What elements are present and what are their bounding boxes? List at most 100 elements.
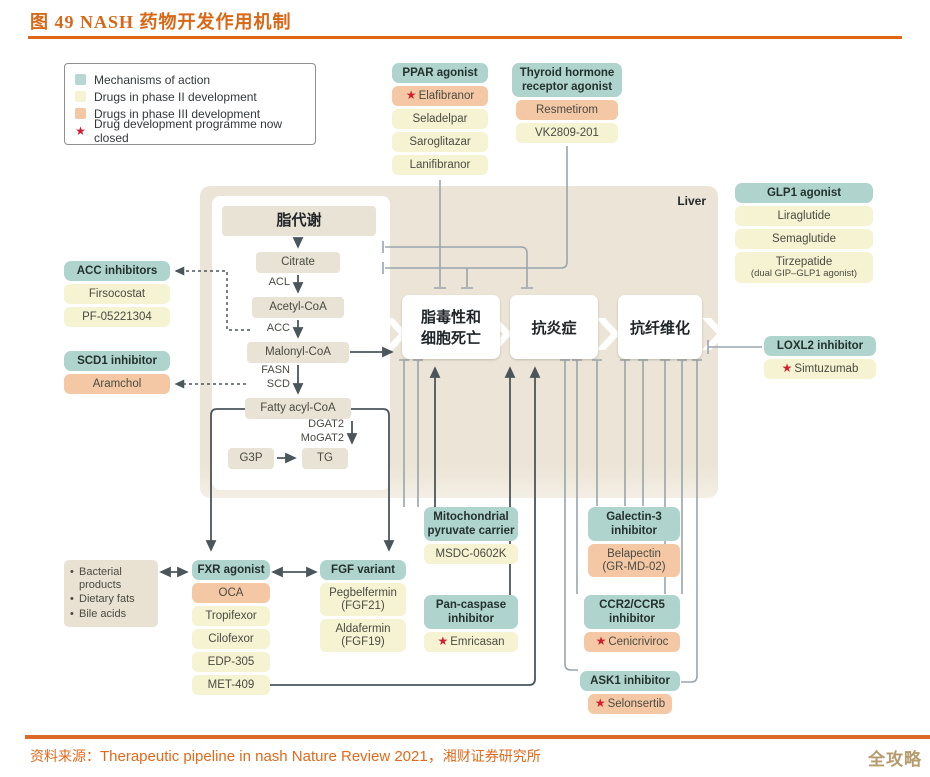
- lipid-metabolism-title: 脂代谢: [222, 206, 376, 236]
- group-header: Pan-caspase inhibitor: [424, 595, 518, 630]
- legend-label: Drugs in phase II development: [94, 89, 257, 104]
- group-header: FGF variant: [320, 560, 406, 581]
- drug-name: PF-05221304: [82, 311, 152, 324]
- group-header: FXR agonist: [192, 560, 270, 581]
- bullet-icon: •: [70, 607, 74, 620]
- drug: Cilofexor: [192, 629, 270, 650]
- node-tg: TG: [302, 448, 348, 469]
- process-anti-fibrosis: 抗纤维化: [618, 295, 702, 359]
- drug-name: Liraglutide: [777, 210, 831, 223]
- group-glp1-agonist: GLP1 agonist Liraglutide Semaglutide Tir…: [735, 183, 873, 286]
- galectin-wires: [592, 359, 648, 506]
- ccr-wires: [572, 359, 687, 594]
- drug-name: Firsocostat: [88, 288, 146, 301]
- process-lipotoxicity: 脂毒性和 细胞死亡: [402, 295, 500, 359]
- group-ccr2-ccr5-inhibitor: CCR2/CCR5 inhibitor ★Cenicriviroc: [584, 595, 680, 655]
- drug: OCA: [192, 583, 270, 604]
- drug-name: Cilofexor: [208, 633, 254, 646]
- drug-name: Seladelpar: [412, 113, 468, 126]
- group-galectin3-inhibitor: Galectin-3 inhibitor Belapectin(GR-MD-02…: [588, 507, 680, 580]
- drug-subname: (FGF19): [341, 636, 385, 649]
- drug-name: Semaglutide: [772, 233, 836, 246]
- source-line: 资料来源：Therapeutic pipeline in nash Nature…: [30, 745, 845, 766]
- mito-wires: [399, 359, 423, 507]
- legend-box: Mechanisms of action Drugs in phase II d…: [64, 63, 316, 145]
- drug: Pegbelfermin(FGF21): [320, 583, 406, 617]
- node-acetyl-coa: Acetyl-CoA: [252, 297, 344, 318]
- gut-inputs-box: •Bacterial products •Dietary fats •Bile …: [64, 560, 158, 627]
- figure-title: 图 49 NASH 药物开发作用机制: [30, 12, 292, 32]
- group-header: SCD1 inhibitor: [64, 351, 170, 372]
- watermark: 全攻略: [868, 750, 922, 769]
- loxl2-wire: [707, 340, 762, 354]
- drug-name: Cenicriviroc: [608, 636, 669, 649]
- drug: Saroglitazar: [392, 132, 488, 153]
- group-header: LOXL2 inhibitor: [764, 336, 876, 357]
- group-loxl2-inhibitor: LOXL2 inhibitor ★Simtuzumab: [764, 336, 876, 382]
- drug-subname: (GR-MD-02): [602, 561, 666, 574]
- source-suffix: 湘财证券研究所: [442, 750, 541, 765]
- liver-label: Liver: [677, 194, 706, 208]
- closed-star-icon: ★: [595, 634, 607, 649]
- list-item: •Bacterial products: [70, 566, 154, 592]
- ask1-wires: [560, 359, 702, 683]
- drug: VK2809-201: [516, 123, 618, 144]
- drug: Seladelpar: [392, 109, 488, 130]
- drug-name: Resmetirom: [536, 104, 598, 117]
- group-ask1-inhibitor: ASK1 inhibitor ★Selonsertib: [580, 671, 680, 715]
- legend-item-closed: ★ Drug development programme now closed: [75, 117, 315, 145]
- drug: ★Emricasan: [424, 632, 518, 653]
- drug: PF-05221304: [64, 307, 170, 328]
- drug: Aramchol: [64, 374, 170, 395]
- group-thyroid-agonist: Thyroid hormone receptor agonist Resmeti…: [512, 63, 622, 146]
- drug-name: MSDC-0602K: [435, 548, 507, 561]
- node-citrate: Citrate: [256, 252, 340, 273]
- drug-name: EDP-305: [207, 656, 255, 669]
- drug: Resmetirom: [516, 100, 618, 121]
- source-divider: [25, 735, 930, 739]
- group-scd1-inhibitor: SCD1 inhibitor Aramchol: [64, 351, 170, 397]
- process-label: 细胞死亡: [420, 330, 481, 347]
- drug: Firsocostat: [64, 284, 170, 305]
- drug: ★Simtuzumab: [764, 359, 876, 380]
- title-divider: [28, 36, 902, 39]
- drug: Lanifibranor: [392, 155, 488, 176]
- legend-label: Mechanisms of action: [94, 72, 211, 87]
- drug-name: Belapectin: [607, 548, 661, 561]
- drug: Liraglutide: [735, 206, 873, 227]
- enzyme-dgat2: DGAT2: [308, 418, 344, 430]
- drug: Tropifexor: [192, 606, 270, 627]
- closed-star-icon: ★: [75, 123, 86, 138]
- drug-name: Selonsertib: [607, 698, 666, 711]
- legend-swatch-mechanism: [75, 74, 86, 85]
- drug: EDP-305: [192, 652, 270, 673]
- legend-swatch-phase3: [75, 108, 86, 119]
- process-label: 抗炎症: [531, 319, 577, 337]
- enzyme-fasn: FASN: [261, 364, 290, 376]
- fatty-to-fxr: [205, 408, 245, 552]
- enzyme-scd: SCD: [266, 378, 290, 390]
- list-item: •Dietary fats: [70, 593, 154, 606]
- bullet-icon: •: [70, 566, 74, 578]
- list-item: •Bile acids: [70, 608, 154, 621]
- drug-subname: (FGF21): [341, 600, 385, 613]
- closed-star-icon: ★: [781, 361, 793, 376]
- drug: MET-409: [192, 675, 270, 696]
- drug: Semaglutide: [735, 229, 873, 250]
- drug-name: OCA: [218, 587, 244, 600]
- legend-label: Drug development programme now closed: [94, 116, 283, 145]
- drug-name: Lanifibranor: [409, 159, 471, 172]
- acc-dashed-wire: [174, 266, 250, 331]
- enzyme-acl: ACL: [268, 276, 290, 288]
- drug-name: Tirzepatide: [775, 256, 833, 269]
- ppar-wire: [434, 180, 446, 289]
- bullet-icon: •: [70, 593, 74, 606]
- source-prefix: 资料来源：: [30, 750, 100, 765]
- top-branch-wire: [382, 241, 533, 289]
- group-header: Thyroid hormone receptor agonist: [512, 63, 622, 98]
- legend-item-mechanism: Mechanisms of action: [75, 71, 315, 88]
- group-header: ASK1 inhibitor: [580, 671, 680, 692]
- drug: Aldafermin(FGF19): [320, 619, 406, 653]
- drug: ★Cenicriviroc: [584, 632, 680, 653]
